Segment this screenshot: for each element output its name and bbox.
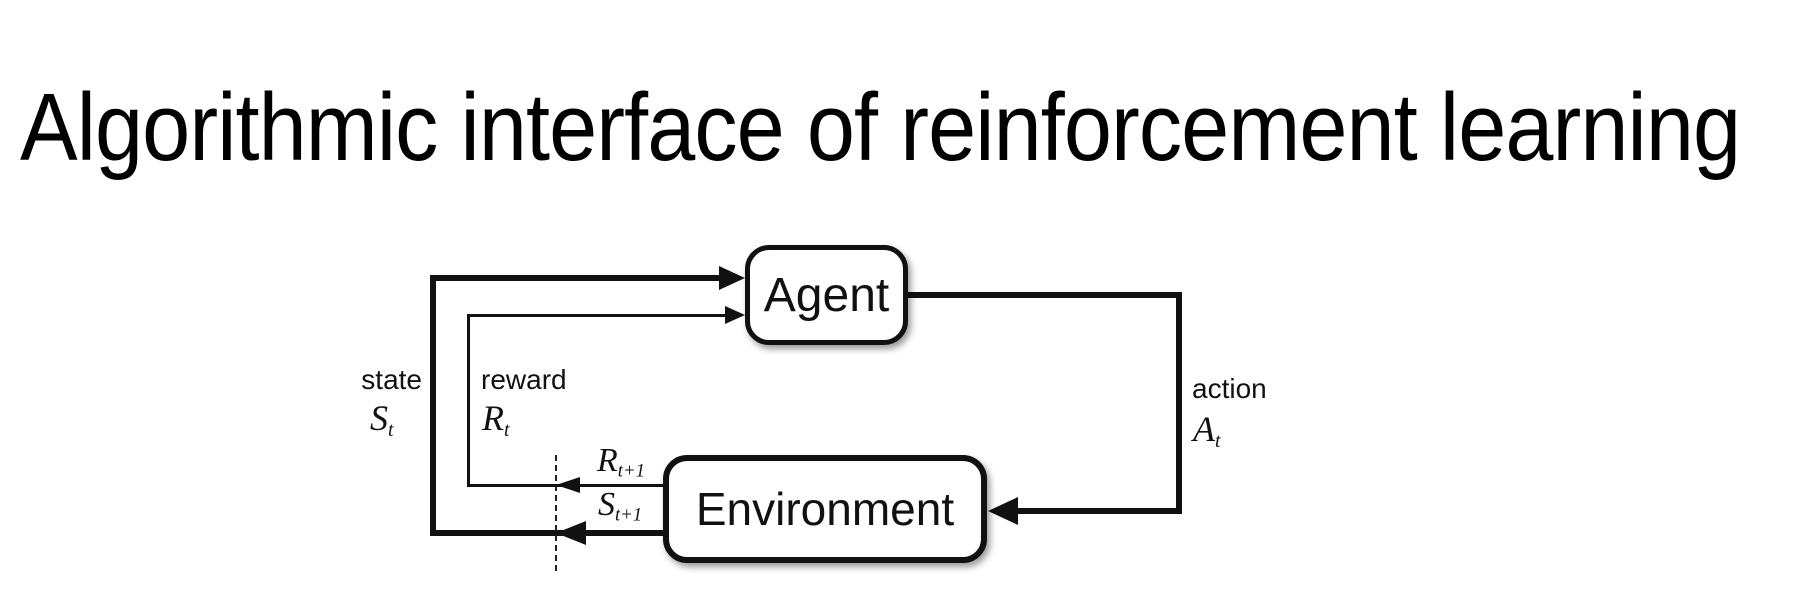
slide-title: Algorithmic interface of reinforcement l… (20, 74, 1741, 182)
reward-symbol: Rt (482, 398, 510, 441)
reward-label: reward (481, 364, 567, 395)
state-symbol: St (370, 398, 394, 441)
state-line-vertical (430, 275, 436, 536)
next-state-line-bottom (430, 530, 663, 536)
action-line-top (908, 292, 1182, 298)
action-line-bottom (1012, 508, 1182, 514)
state-to-agent-arrowhead-icon (719, 266, 745, 290)
next-reward-arrowhead-icon (556, 477, 580, 493)
action-line-vertical (1176, 292, 1182, 514)
next-reward-symbol: Rt+1 (597, 442, 645, 482)
state-line-top (430, 275, 722, 281)
state-label: state (361, 364, 422, 395)
agent-box: Agent (745, 245, 908, 345)
environment-box: Environment (663, 455, 987, 563)
next-state-arrowhead-icon (556, 521, 586, 545)
action-symbol: At (1193, 409, 1221, 452)
agent-label: Agent (763, 268, 890, 322)
reward-line-vertical (467, 314, 470, 486)
reward-line-top (467, 314, 725, 317)
environment-label: Environment (695, 483, 955, 535)
action-label: action (1192, 373, 1267, 404)
reward-to-agent-arrowhead-icon (725, 306, 745, 324)
action-to-environment-arrowhead-icon (988, 497, 1018, 525)
time-step-dashed-line (555, 455, 557, 571)
next-state-symbol: St+1 (598, 486, 643, 526)
